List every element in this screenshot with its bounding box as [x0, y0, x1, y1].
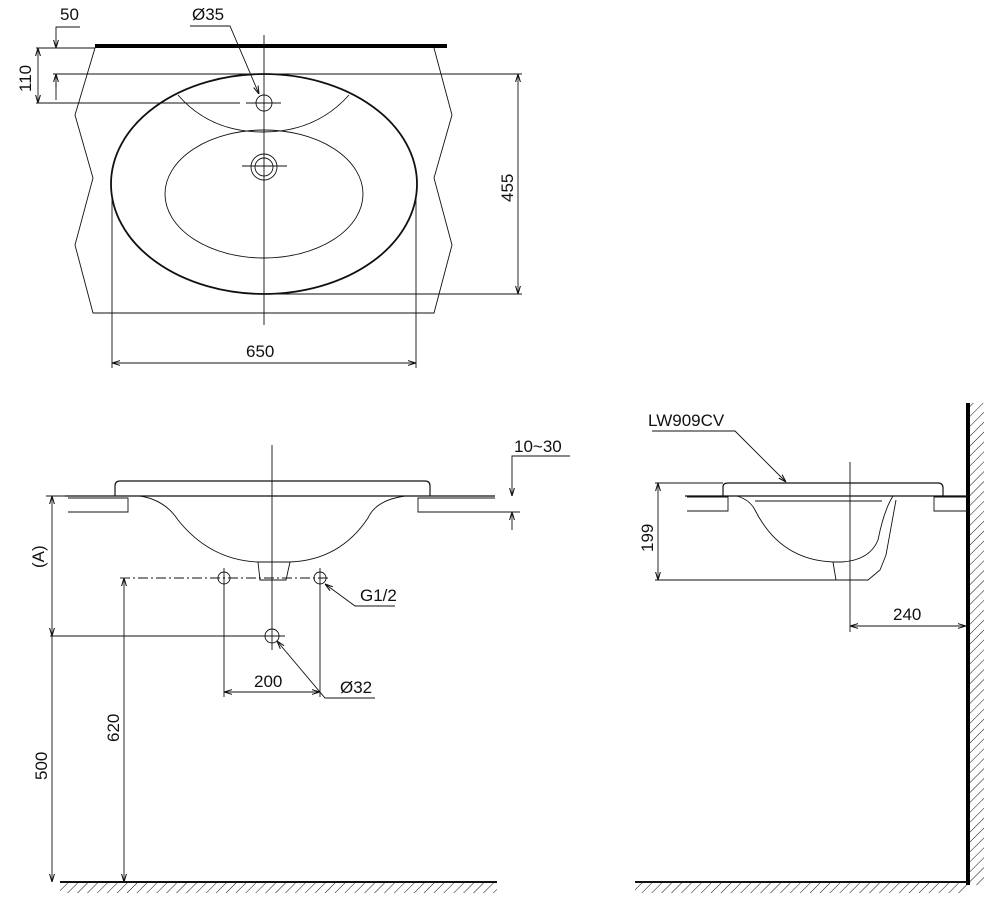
label-tap-hole: Ø35: [192, 5, 224, 24]
countertop-outline: [74, 47, 453, 314]
dim-110: 110: [16, 65, 35, 92]
label-g12: G1/2: [360, 586, 397, 605]
floor-hatch: [60, 883, 497, 893]
dim-199: 199: [638, 524, 657, 552]
top-view: 50 Ø35 110 455 650: [16, 5, 522, 368]
dim-240: 240: [893, 605, 921, 624]
drain-spigot: [257, 561, 291, 581]
side-bowl-profile: [736, 495, 894, 563]
dim-500: 500: [32, 752, 51, 780]
front-view: 10~30 (A) G1/2 200 Ø32 620 500: [29, 437, 570, 893]
label-model: LW909CV: [648, 411, 725, 430]
dim-620: 620: [104, 714, 123, 742]
dim-455: 455: [498, 174, 517, 202]
dim-a: (A): [29, 545, 48, 568]
dim-200: 200: [254, 672, 282, 691]
basin-rim: [114, 480, 431, 496]
wall-hatch: [970, 403, 984, 885]
tap-deck: [177, 94, 350, 133]
dim-50: 50: [60, 5, 79, 24]
side-view: LW909CV 199 240: [635, 403, 984, 893]
basin-bowl-profile: [139, 495, 406, 563]
dim-10-30: 10~30: [514, 437, 562, 456]
dim-650: 650: [246, 342, 274, 361]
label-drain: Ø32: [340, 678, 372, 697]
